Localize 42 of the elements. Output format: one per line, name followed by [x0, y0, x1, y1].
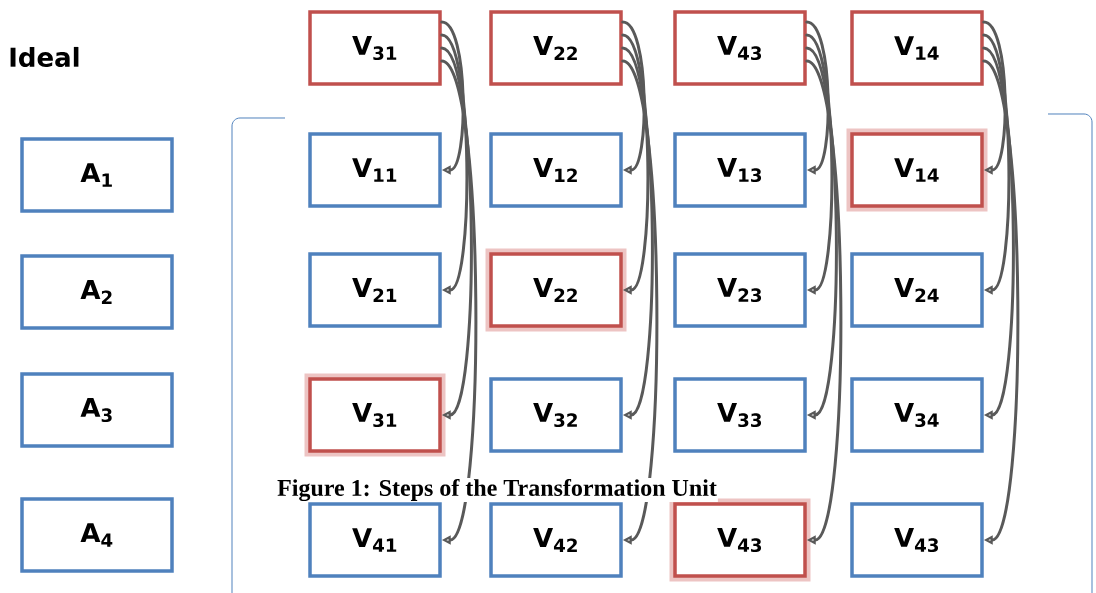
process-box: V$_{24}$	[850, 252, 984, 328]
arrow	[621, 33, 650, 295]
process-box: V$_{43}$	[669, 498, 811, 582]
process-box: V$_{32}$	[489, 377, 623, 453]
arrow	[982, 59, 1020, 545]
arrow	[440, 33, 469, 295]
arrow	[805, 33, 834, 295]
arrow	[982, 46, 1015, 420]
process-box: V$_{22}$	[485, 248, 627, 332]
arrow	[621, 59, 659, 545]
arrow	[805, 59, 843, 545]
process-box: V$_{11}$	[308, 132, 442, 208]
process-box: V$_{43}$	[850, 502, 984, 578]
process-box: V$_{14}$	[846, 128, 988, 212]
process-box: V$_{22}$	[489, 10, 623, 86]
arrow	[805, 46, 838, 420]
arrow	[982, 33, 1011, 295]
process-box: A$_{4}$	[20, 497, 174, 573]
process-box: V$_{12}$	[489, 132, 623, 208]
process-box: V$_{21}$	[308, 252, 442, 328]
process-box: A$_{3}$	[20, 372, 174, 448]
arrow	[621, 20, 646, 175]
process-box: A$_{1}$	[20, 137, 174, 213]
process-box: V$_{43}$	[673, 10, 807, 86]
process-box: V$_{41}$	[308, 502, 442, 578]
process-box: V$_{34}$	[850, 377, 984, 453]
process-box: A$_{2}$	[20, 254, 174, 330]
process-box: V$_{13}$	[673, 132, 807, 208]
caption: Figure 1: Steps of the Transformation Unit	[276, 477, 718, 503]
process-box: V$_{31}$	[304, 373, 446, 457]
process-box: V$_{14}$	[850, 10, 984, 86]
process-box: V$_{33}$	[673, 377, 807, 453]
arrow	[440, 20, 465, 175]
process-box: V$_{23}$	[673, 252, 807, 328]
heading: Ideal	[10, 46, 79, 68]
arrow	[440, 59, 478, 545]
process-box: V$_{31}$	[308, 10, 442, 86]
arrow	[805, 20, 830, 175]
arrow	[982, 20, 1007, 175]
arrow	[621, 46, 654, 420]
process-box: V$_{42}$	[489, 502, 623, 578]
arrow	[440, 46, 473, 420]
